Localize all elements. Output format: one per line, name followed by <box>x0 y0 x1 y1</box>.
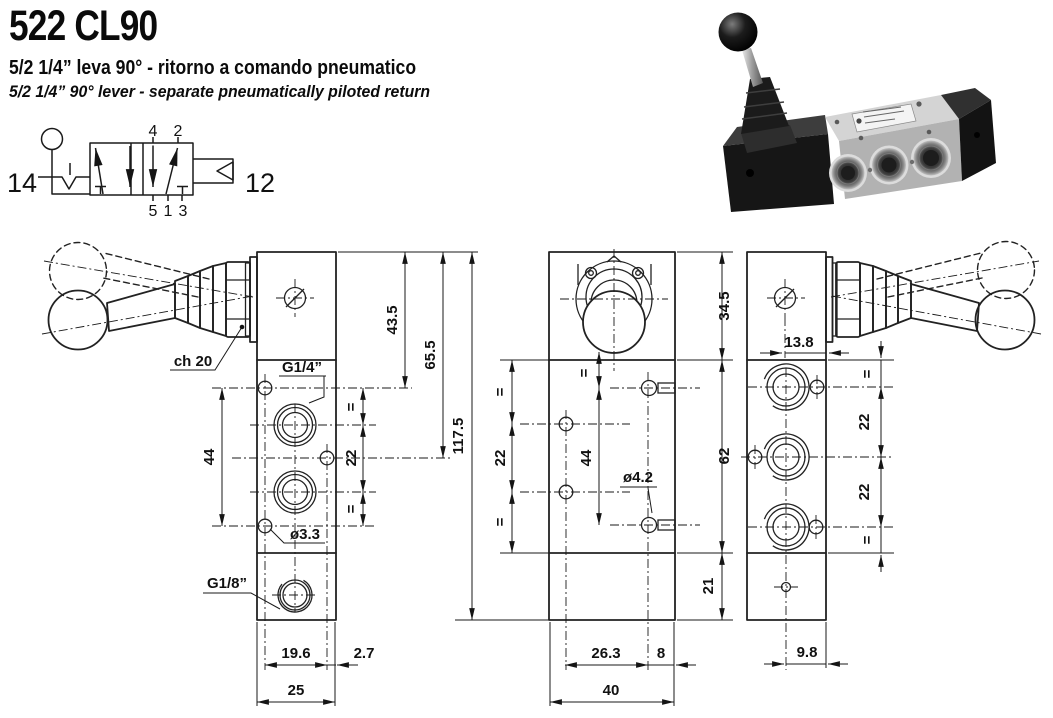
dim-eq: = <box>492 387 509 396</box>
label-thread-g18: G1/8” <box>207 575 247 592</box>
dim-19-6: 19.6 <box>281 645 310 662</box>
subtitle-english: 5/2 1/4” 90° lever - separate pneumatica… <box>9 82 431 101</box>
dim-eq: = <box>492 517 509 526</box>
dim-22: 22 <box>856 414 873 431</box>
symbol-port-3: 3 <box>179 203 188 220</box>
pilot-symbol <box>193 158 234 184</box>
dim-eq: = <box>859 369 876 378</box>
lever-knob-symbol <box>40 127 64 151</box>
symbol-port-1: 1 <box>164 203 173 220</box>
dim-eq: = <box>343 402 360 411</box>
photo-label-plate <box>851 103 917 133</box>
label-hole-d42: ø4.2 <box>623 469 653 486</box>
label-hole-d33: ø3.3 <box>290 526 320 543</box>
dim-117-5: 117.5 <box>450 418 467 455</box>
dim-2-7: 2.7 <box>354 645 375 662</box>
dim-25: 25 <box>288 682 305 699</box>
lever-ball-ghost <box>976 240 1036 300</box>
side-view-right: 13.8 = 22 22 = 9.8 <box>741 240 1042 670</box>
lever-ball-outline <box>47 289 109 351</box>
dim-26-3: 26.3 <box>591 645 620 662</box>
dim-44: 44 <box>578 449 595 466</box>
dim-21: 21 <box>700 578 717 595</box>
dim-43-5: 43.5 <box>384 305 401 334</box>
front-view: = 22 = = 44 ø4.2 34.5 62 21 26.3 8 40 <box>492 249 733 706</box>
symbol-port-2: 2 <box>174 123 183 140</box>
photo-right-end-block <box>959 100 996 181</box>
dim-40: 40 <box>603 682 620 699</box>
photo-lever-shaft <box>742 48 763 87</box>
photo-lever-knob <box>718 12 758 52</box>
header: 522 CL90 5/2 1/4” leva 90° - ritorno a c… <box>9 2 472 102</box>
page-title: 522 CL90 <box>9 2 158 50</box>
lever-shaft-outline <box>910 283 980 332</box>
photo-left-end-block <box>723 134 834 212</box>
dim-34-5: 34.5 <box>716 291 733 320</box>
subtitle-italian: 5/2 1/4” leva 90° - ritorno a comando pn… <box>9 57 417 79</box>
dim-eq: = <box>576 368 593 377</box>
dim-9-8: 9.8 <box>797 644 818 661</box>
dim-eq: = <box>859 535 876 544</box>
label-hex-ch20: ch 20 <box>174 353 212 370</box>
dim-22: 22 <box>343 450 360 467</box>
product-photo <box>718 12 996 212</box>
dim-22: 22 <box>492 450 509 467</box>
hex-nut-outline <box>835 261 861 338</box>
lever-ball-ghost <box>48 241 108 301</box>
hex-nut-outline <box>225 261 251 338</box>
dim-eq: = <box>343 504 360 513</box>
dim-13-8: 13.8 <box>784 334 813 351</box>
pneumatic-symbol: 14 12 4 2 5 1 3 <box>7 123 275 220</box>
dim-44: 44 <box>201 448 218 465</box>
photo-port <box>869 145 909 185</box>
symbol-port-5: 5 <box>149 203 158 220</box>
photo-rubber-boot <box>741 77 789 134</box>
lever-ball-outline <box>974 289 1036 351</box>
symbol-port-4: 4 <box>149 123 158 140</box>
photo-hex-flange <box>741 125 797 153</box>
symbol-port-14: 14 <box>7 168 37 198</box>
dim-22: 22 <box>856 484 873 501</box>
side-view-left: ch 20 G1/4” ø3.3 G1/8” 44 = 22 = 43.5 65… <box>41 241 549 706</box>
dim-62: 62 <box>716 448 733 465</box>
photo-port <box>829 154 867 192</box>
valve-body-symbol <box>89 142 194 196</box>
symbol-port-12: 12 <box>245 168 275 198</box>
photo-port <box>911 138 951 178</box>
label-thread-g14: G1/4” <box>282 359 322 376</box>
dim-8: 8 <box>657 645 665 662</box>
dim-65-5: 65.5 <box>422 340 439 369</box>
